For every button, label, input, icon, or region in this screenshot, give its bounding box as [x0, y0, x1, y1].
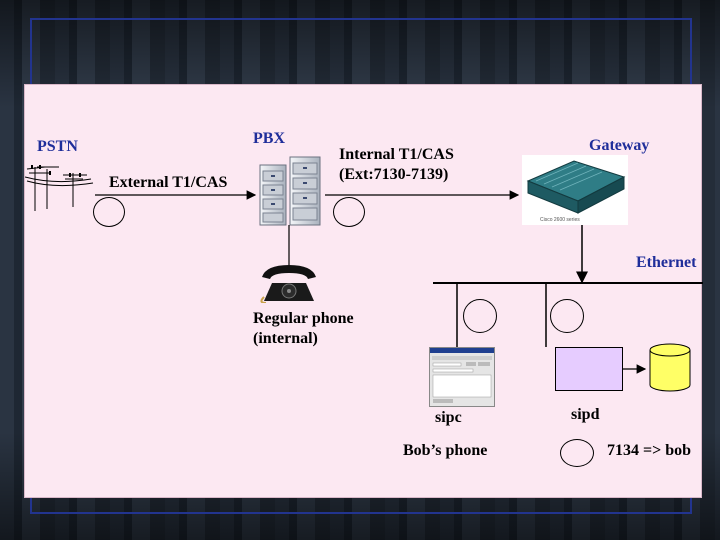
- trunk-marker-ellipse: [333, 197, 365, 227]
- telephone-icon: [258, 263, 320, 304]
- bobs-phone-label: Bob’s phone: [403, 442, 488, 459]
- pbx-label: PBX: [253, 130, 285, 147]
- bus-marker-ellipse: [463, 299, 497, 333]
- sipd-label: sipd: [571, 406, 600, 423]
- svg-text:Cisco 2600 series: Cisco 2600 series: [540, 217, 580, 223]
- mapping-label: 7134 => bob: [607, 442, 692, 459]
- trunk-marker-ellipse: [93, 197, 125, 227]
- bus-marker-ellipse: [550, 299, 584, 333]
- internal-trunk-label: Internal T1/CAS (Ext:7130-7139): [339, 146, 454, 183]
- ethernet-label: Ethernet: [636, 254, 697, 271]
- gateway-label: Gateway: [589, 137, 650, 154]
- database-icon: [649, 343, 691, 393]
- legend-ellipse: [560, 439, 594, 467]
- diagram-canvas: Cisco 2600 series: [24, 84, 703, 498]
- external-trunk-label: External T1/CAS: [109, 174, 228, 191]
- sipd-server-box: [555, 347, 623, 391]
- regular-phone-label: Regular phone (internal): [253, 310, 354, 347]
- pstn-label: PSTN: [37, 138, 78, 155]
- gateway-router-icon: Cisco 2600 series: [522, 155, 628, 225]
- sipc-client-window-icon: [429, 347, 495, 407]
- sipc-label: sipc: [435, 409, 462, 426]
- pbx-server-icon: [258, 155, 322, 227]
- pstn-tower-icon: [24, 161, 95, 213]
- connection-lines: [95, 190, 703, 374]
